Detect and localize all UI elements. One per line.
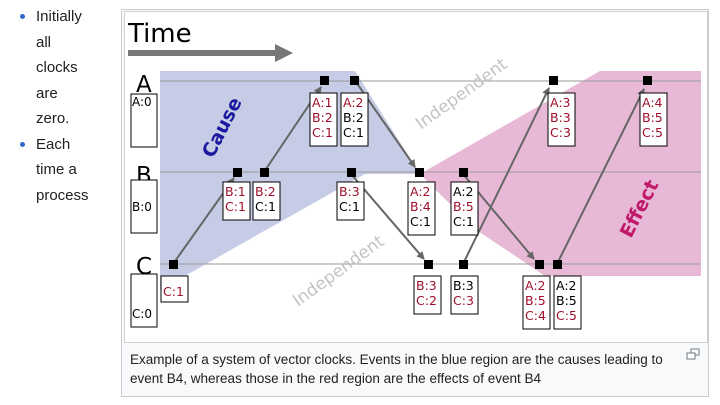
clock-value: A:3 [550, 95, 571, 110]
clock-value: C:1 [255, 199, 276, 214]
clock-value: C:1 [225, 199, 246, 214]
clock-value: C:1 [410, 214, 431, 229]
figure-caption: Example of a system of vector clocks. Ev… [130, 352, 663, 386]
clock-value: C:5 [556, 308, 577, 323]
clock-value: B:2 [255, 184, 276, 199]
clock-value: A:2 [410, 184, 431, 199]
event-markers [169, 76, 652, 269]
time-arrow-icon [128, 44, 293, 62]
effect-region [420, 71, 701, 276]
event-marker [350, 76, 359, 85]
clock-box [222, 181, 251, 221]
clock-value: C:3 [453, 293, 474, 308]
clock-box [522, 275, 551, 330]
clock-value: B:1 [225, 184, 246, 199]
clock-boxes: A:1B:2C:1A:2B:2C:1A:3B:3C:3A:4B:5C:5B:1C… [160, 92, 668, 330]
clock-box [252, 181, 281, 221]
clock-value: B:5 [525, 293, 546, 308]
event-marker [643, 76, 652, 85]
clock-value: B:2 [343, 110, 364, 125]
clock-box [413, 275, 442, 315]
independent-label-top: Independent [412, 54, 511, 134]
clock-box [340, 92, 369, 147]
event-marker [320, 76, 329, 85]
clock-box [639, 92, 668, 147]
clock-value: B:3 [453, 278, 474, 293]
clock-value: B:3 [550, 110, 571, 125]
clock-value: A:2 [343, 95, 364, 110]
initial-clock-a: A:0 [132, 95, 152, 109]
time-label: Time [127, 19, 192, 49]
event-marker [347, 168, 356, 177]
clock-value: A:1 [312, 95, 333, 110]
event-marker [553, 260, 562, 269]
initial-clock-b-box [130, 179, 158, 234]
clock-box [547, 92, 576, 147]
event-marker [535, 260, 544, 269]
clock-value: B:3 [339, 184, 360, 199]
bullet-icon [20, 141, 25, 147]
event-marker [233, 168, 242, 177]
event-marker [549, 76, 558, 85]
clock-value: A:2 [525, 278, 546, 293]
event-marker [260, 168, 269, 177]
initial-clock-a-box [130, 93, 158, 148]
clock-value: C:1 [343, 125, 364, 140]
clock-value: C:1 [163, 284, 184, 299]
clock-box [553, 275, 582, 330]
clock-value: C:1 [339, 199, 360, 214]
clock-box [160, 275, 189, 303]
independent-label-bottom: Independent [289, 231, 388, 311]
initial-clock-c-box [130, 273, 158, 328]
clock-value: B:5 [453, 199, 474, 214]
bullet-icon [20, 14, 25, 19]
clock-value: C:2 [416, 293, 437, 308]
clock-value: B:4 [410, 199, 431, 214]
clock-value: B:3 [416, 278, 437, 293]
event-marker [459, 168, 468, 177]
event-marker [169, 260, 178, 269]
event-marker [459, 260, 468, 269]
clock-value: B:2 [312, 110, 333, 125]
enlarge-icon[interactable] [686, 348, 700, 360]
clock-box [407, 181, 436, 236]
event-marker [415, 168, 424, 177]
vector-clock-diagram: Time A B C A:0 B:0 C:0 Cause Effect Inde… [124, 11, 708, 343]
clock-box [450, 181, 479, 236]
clock-value: A:2 [453, 184, 474, 199]
clock-value: C:1 [453, 214, 474, 229]
diagram-canvas: Time A B C A:0 B:0 C:0 Cause Effect Inde… [127, 19, 701, 330]
clock-box [450, 275, 479, 315]
clock-box [336, 181, 365, 221]
clock-value: C:1 [312, 125, 333, 140]
clock-value: C:4 [525, 308, 546, 323]
clock-box [309, 92, 338, 147]
message-arrow [556, 88, 645, 265]
initial-clock-b: B:0 [132, 200, 152, 214]
clock-value: A:2 [556, 278, 577, 293]
clock-value: B:5 [642, 110, 663, 125]
event-marker [424, 260, 433, 269]
clock-value: C:3 [550, 125, 571, 140]
initial-clock-c: C:0 [132, 307, 152, 321]
cause-region [160, 71, 420, 290]
process-label-a: A [136, 72, 152, 98]
clock-value: C:5 [642, 125, 663, 140]
clock-value: B:5 [556, 293, 577, 308]
clock-value: A:4 [642, 95, 663, 110]
